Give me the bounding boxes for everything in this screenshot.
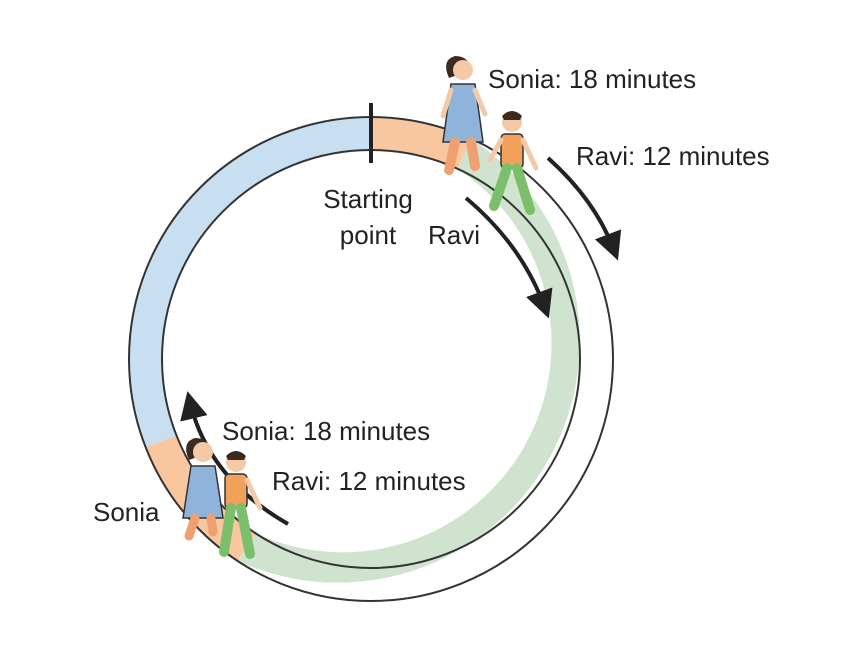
ravi-figure-icon [219,451,263,559]
ravi-name-label: Ravi [428,220,480,250]
ravi-figure-icon [487,111,539,215]
sonia-figure-icon [182,438,224,541]
sonia-return-arrow [180,391,289,526]
starting-point-label-line2: point [340,220,397,250]
sonia-name-label: Sonia [93,497,160,527]
sonia-time-label-bottom: Sonia: 18 minutes [222,416,430,446]
ravi-outer-arrow [546,156,622,261]
starting-point-label-line1: Starting [323,184,413,214]
ravi-time-label-top: Ravi: 12 minutes [576,141,770,171]
sonia-figure-icon [440,56,488,175]
sonia-time-label-top: Sonia: 18 minutes [488,64,696,94]
ravi-time-label-bottom: Ravi: 12 minutes [272,466,466,496]
ravi-inner-arrow [464,196,553,319]
